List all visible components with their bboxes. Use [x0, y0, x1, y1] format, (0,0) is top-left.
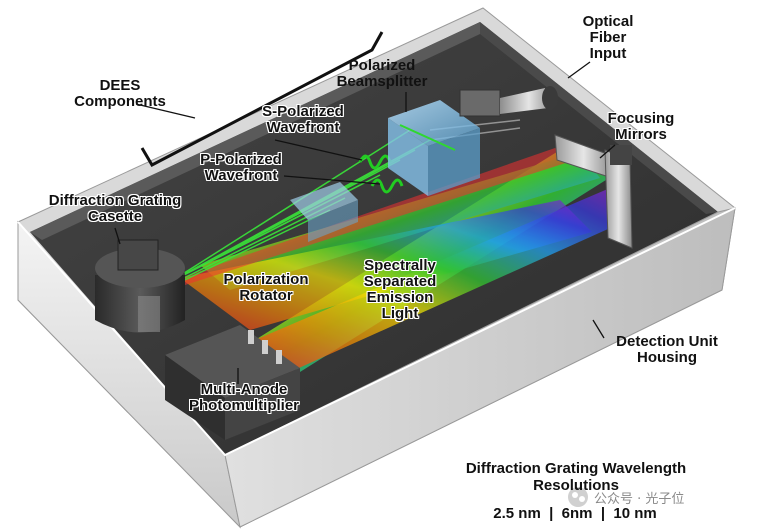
caption-title: Diffraction Grating Wavelength Resolutio…: [436, 460, 716, 494]
p-polarized-wavefront-icon: [370, 178, 404, 194]
s-polarized-wavefront-icon: [358, 154, 392, 170]
dees-bracket: [140, 31, 384, 167]
polarization-rotator: [290, 182, 358, 242]
polarized-beamsplitter: [388, 100, 480, 196]
label-focusing-mirrors: Focusing Mirrors: [607, 110, 675, 143]
label-diffraction-grating-casette: Diffraction Grating Casette: [48, 192, 182, 225]
spectrally-separated-light: [180, 148, 628, 372]
caption-title-line2: Resolutions: [533, 477, 619, 494]
optical-fiber-input: [459, 86, 558, 117]
caption-title-line1: Diffraction Grating Wavelength: [465, 460, 687, 477]
label-multi-anode-photomultiplier: Multi-Anode Photomultiplier: [189, 381, 299, 414]
label-dees-components: DEES Components: [74, 77, 166, 110]
leader-lines: [114, 61, 616, 384]
label-polarization-rotator: Polarization Rotator: [223, 271, 309, 304]
diffraction-grating-casette: [95, 239, 185, 333]
label-detection-unit-housing: Detection Unit Housing: [616, 333, 718, 366]
label-spectrally-separated: Spectrally Separated Emission Light: [363, 257, 437, 322]
focusing-mirrors: [554, 134, 633, 249]
label-s-polarized-wavefront: S-Polarized Wavefront: [262, 103, 344, 136]
label-p-polarized-wavefront: P-Polarized Wavefront: [200, 151, 282, 184]
watermark-text: 公众号 · 光子位: [594, 492, 685, 507]
multi-anode-photomultiplier: [165, 325, 300, 440]
label-polarized-beamsplitter: Polarized Beamsplitter: [336, 57, 428, 90]
label-optical-fiber-input: Optical Fiber Input: [582, 13, 634, 62]
watermark-logo-icon: [568, 487, 588, 507]
caption-resolutions: 2.5 nm | 6nm | 10 nm: [493, 505, 657, 522]
